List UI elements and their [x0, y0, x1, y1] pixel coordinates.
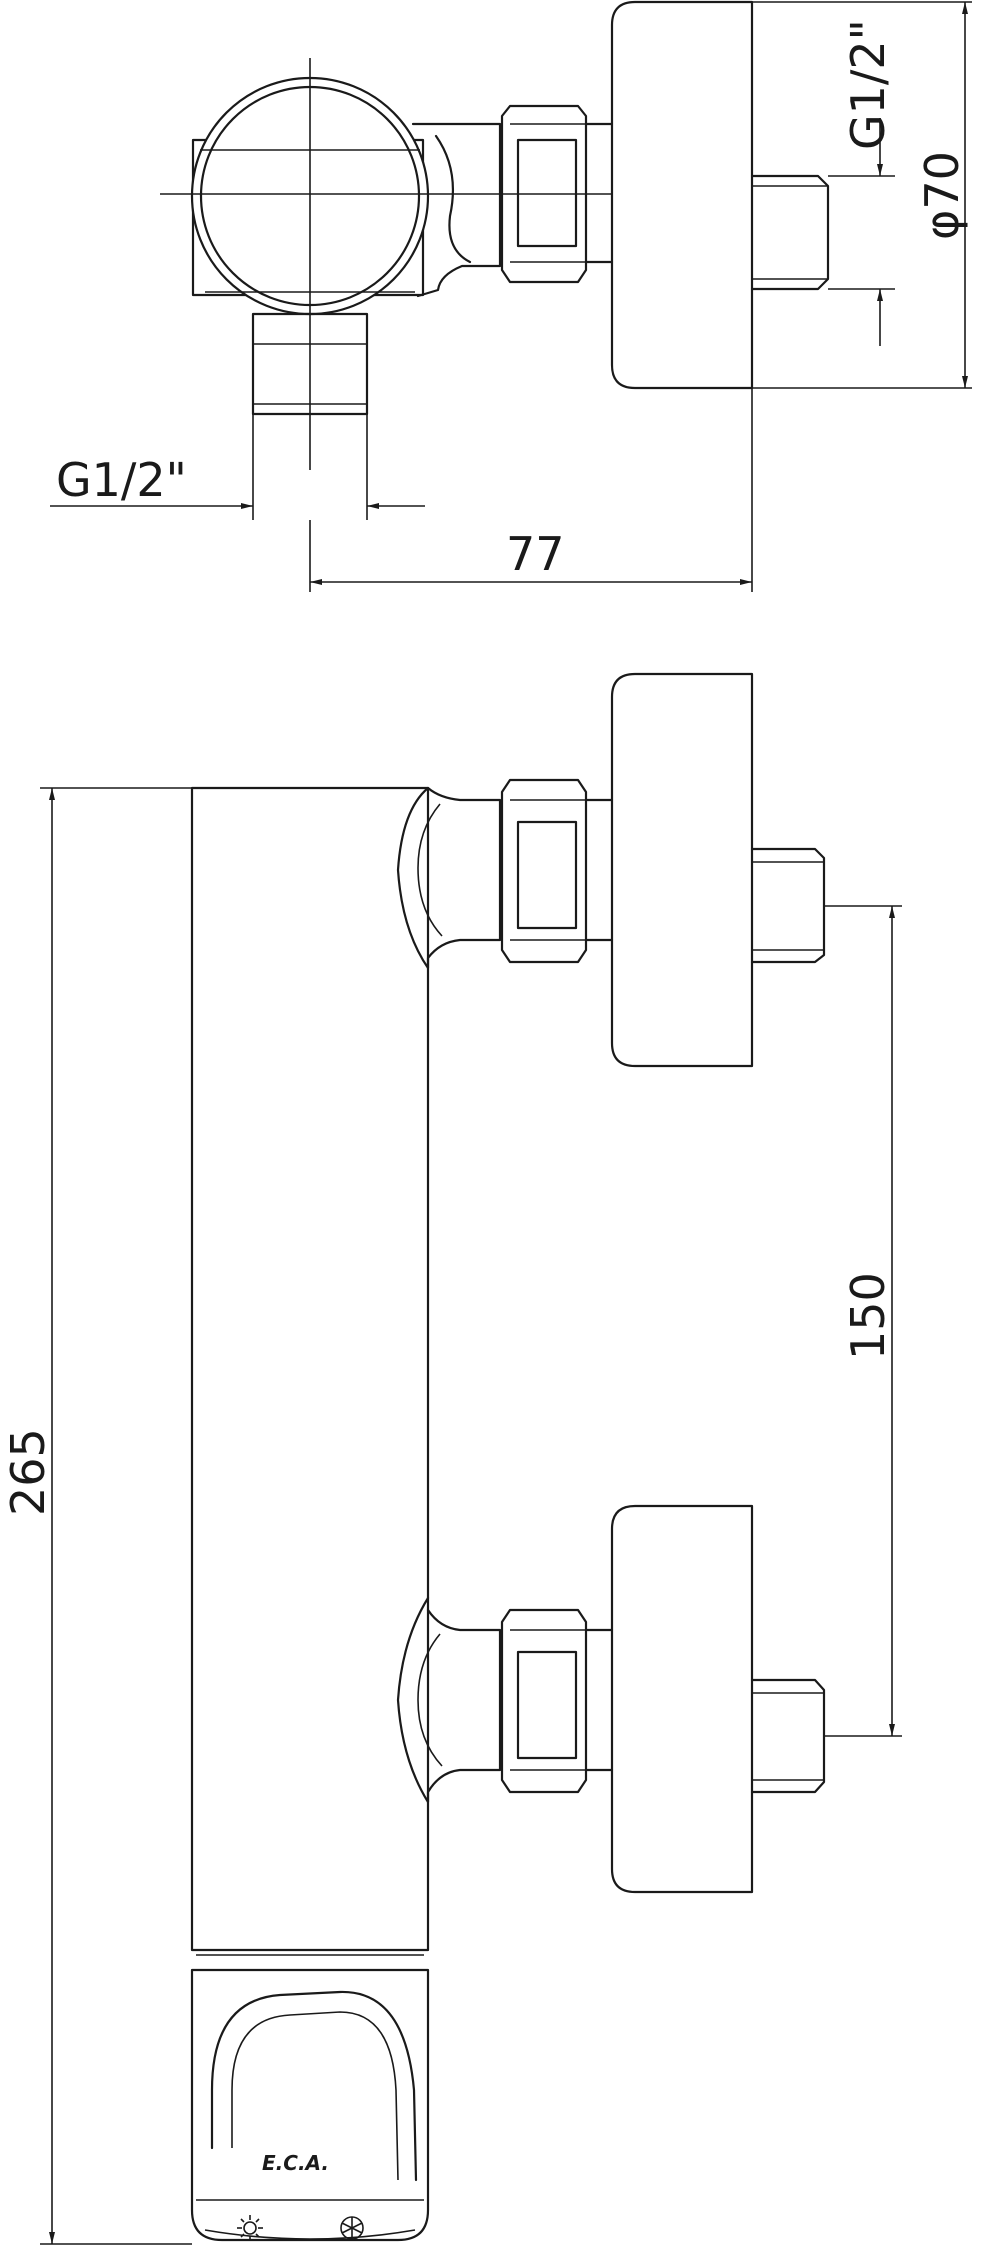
front-lower-nipple [750, 1678, 826, 1794]
top-view [160, 0, 830, 470]
front-upper-nut [500, 778, 614, 964]
front-view [190, 672, 826, 2242]
top-nipple [750, 174, 830, 291]
front-lower-elbow [396, 1596, 502, 1804]
snowflake-icon [340, 2216, 364, 2240]
dim-thread-side: G1/2" [841, 19, 895, 150]
sun-icon [237, 2215, 263, 2241]
front-lower-flange [610, 1504, 754, 1894]
top-dimensions: G1/2" φ70 G1/2" 77 [50, 1, 972, 592]
front-body [190, 786, 430, 1952]
front-lower-nut [500, 1608, 614, 1794]
handle-markings: E.C.A. [237, 2151, 364, 2241]
dim-depth: 77 [506, 527, 565, 581]
top-hex-nut [500, 104, 614, 284]
dim-flange-diameter: φ70 [915, 151, 969, 240]
front-upper-nipple [750, 847, 826, 964]
front-dimensions: 265 150 [1, 787, 902, 2245]
front-upper-flange [610, 672, 754, 1068]
top-elbow [411, 122, 502, 298]
dim-center-distance: 150 [841, 1272, 895, 1360]
top-wall-flange [610, 0, 754, 390]
brand-logo: E.C.A. [262, 2151, 329, 2175]
front-bottom-handle [190, 1968, 430, 2242]
dim-height: 265 [1, 1428, 55, 1516]
dim-thread-bottom: G1/2" [56, 453, 187, 507]
front-upper-elbow [396, 786, 502, 970]
